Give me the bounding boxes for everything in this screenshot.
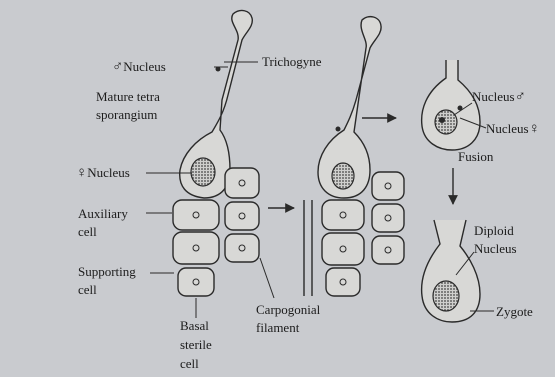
female-nucleus-dot — [191, 158, 215, 186]
male-nucleus-label: ♂Nucleus — [112, 59, 166, 75]
auxiliary-cell — [173, 200, 219, 230]
basal-label-3: cell — [180, 356, 199, 371]
fusion-cell — [422, 60, 480, 150]
diploid-label-2: Nucleus — [474, 241, 517, 256]
fusion-label: Fusion — [458, 149, 494, 164]
diploid-label-1: Diploid — [474, 223, 514, 238]
auxiliary-label-1: Auxiliary — [78, 206, 128, 221]
supporting-label-1: Supporting — [78, 264, 136, 279]
fusion-female-label: Nucleus♀ — [486, 121, 540, 137]
auxiliary-label-2: cell — [78, 224, 97, 239]
mature-label-2: sporangium — [96, 107, 157, 122]
carpogonial-label-2: filament — [256, 320, 300, 335]
carpogonial-label-1: Carpogonial — [256, 302, 321, 317]
supporting-label-2: cell — [78, 282, 97, 297]
zygote-cell — [422, 220, 480, 322]
zygote-label: Zygote — [496, 304, 533, 319]
supporting-cell — [173, 232, 219, 264]
middle-carpogonium — [318, 17, 381, 198]
basal-sterile-cell — [178, 268, 214, 296]
basal-label-2: sterile — [180, 337, 212, 352]
trichogyne-label: Trichogyne — [262, 54, 322, 69]
mature-label-1: Mature tetra — [96, 89, 160, 104]
fusion-male-label: Nucleus♂ — [472, 89, 526, 105]
basal-label-1: Basal — [180, 318, 209, 333]
female-nucleus-label: ♀Nucleus — [76, 165, 130, 181]
